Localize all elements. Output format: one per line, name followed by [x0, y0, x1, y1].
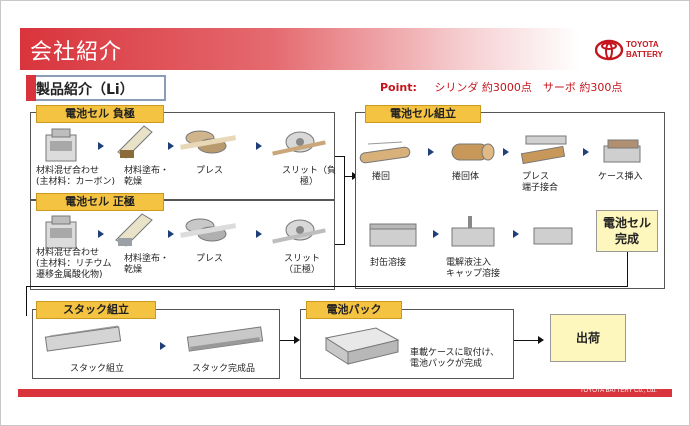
mixing-machine-icon	[45, 215, 77, 249]
slitter-icon	[272, 219, 326, 244]
connector-line	[344, 156, 345, 245]
assembly-label: 電池セル組立	[365, 105, 481, 123]
assembly-step-1: 捲回	[372, 172, 391, 182]
stack-step-2: スタック完成品	[192, 364, 256, 374]
assembly-step-4: ケース挿入	[598, 172, 643, 182]
arrow-right-icon	[256, 230, 262, 238]
positive-step-3: プレス	[196, 254, 224, 264]
connector-line	[627, 252, 628, 286]
negative-step-4: スリット（負 極）	[282, 166, 337, 187]
negative-step-1: 材料混ぜ合わせ (主材料：カーボン)	[36, 166, 116, 187]
wound-roll-icon	[451, 143, 495, 161]
footer-bar	[18, 389, 672, 397]
stack-assembly-icon	[44, 325, 122, 352]
stack-product-icon	[186, 326, 264, 352]
finished-cell-icon	[533, 227, 573, 245]
arrow-right-icon	[160, 342, 166, 350]
negative-step-3: プレス	[196, 166, 224, 176]
arrow-right-icon	[98, 230, 104, 238]
point-value: シリンダ 約3000点 サーボ 約300点	[434, 81, 623, 94]
connector-line	[514, 340, 540, 341]
pack-label: 電池パック	[306, 301, 402, 319]
negative-panel	[30, 112, 335, 200]
electrolyte-inject-icon	[451, 216, 495, 247]
point-label: Point:	[380, 81, 417, 94]
assembly-step-2: 捲回体	[452, 172, 480, 182]
slitter-icon	[272, 131, 326, 156]
press-terminal-icon	[520, 135, 567, 165]
shipping-box: 出荷	[550, 314, 626, 362]
connector-line	[26, 286, 27, 316]
cell-complete-box: 電池セル 完成	[596, 210, 658, 252]
stack-step-1: スタック組立	[70, 364, 125, 374]
arrow-right-icon	[513, 230, 519, 238]
product-title: 製品紹介（Li）	[36, 82, 134, 98]
connector-line	[344, 176, 354, 177]
negative-step-2: 材料塗布・ 乾燥	[124, 166, 170, 187]
arrow-right-icon	[583, 148, 589, 156]
connector-line	[335, 244, 345, 245]
assembly-step-3: プレス 端子接合	[522, 172, 559, 193]
connector-line	[280, 340, 296, 341]
arrow-right-icon	[433, 230, 439, 238]
positive-step-1: 材料混ぜ合わせ (主材料：リチウム 遷移金属酸化物)	[36, 248, 112, 280]
arrow-right-icon	[256, 142, 262, 150]
connector-line	[26, 286, 628, 287]
footer-text: TOYOTA BATTERY Co., Ltd.	[580, 388, 657, 394]
positive-label: 電池セル 正極	[36, 193, 164, 211]
arrow-right-icon	[294, 336, 300, 344]
toyota-logo-icon	[595, 39, 624, 61]
logo-line2: BATTERY	[626, 50, 663, 59]
winding-icon	[359, 141, 411, 164]
positive-step-2: 材料塗布・ 乾燥	[124, 254, 170, 275]
battery-pack-icon	[324, 327, 400, 365]
arrow-right-icon	[168, 142, 174, 150]
mixing-machine-icon	[45, 128, 77, 162]
page-title: 会社紹介	[30, 40, 123, 65]
arrow-right-icon	[168, 230, 174, 238]
arrow-right-icon	[538, 336, 544, 344]
title-bar	[20, 28, 580, 70]
arrow-right-icon	[428, 148, 434, 156]
press-rollers-icon	[180, 130, 236, 154]
connector-line	[335, 156, 345, 157]
coating-machine-icon	[117, 125, 153, 159]
positive-step-4: スリット （正極）	[284, 254, 321, 275]
can-welding-icon	[369, 223, 417, 247]
point-text: Point: シリンダ 約3000点 サーボ 約300点	[380, 79, 622, 95]
assembly-step-5: 封缶溶接	[370, 258, 407, 268]
logo-text: TOYOTA BATTERY	[626, 40, 663, 60]
positive-panel	[30, 200, 335, 290]
arrow-right-icon	[503, 148, 509, 156]
press-rollers-icon	[180, 218, 236, 242]
pack-desc: 車載ケースに取付け、 電池パックが完成	[410, 348, 500, 369]
arrow-right-icon	[98, 142, 104, 150]
coating-machine-icon	[115, 213, 153, 247]
stack-label: スタック組立	[36, 301, 156, 319]
case-insert-icon	[603, 139, 641, 163]
negative-label: 電池セル 負極	[36, 105, 164, 123]
product-title-box	[26, 75, 166, 101]
assembly-step-6: 電解液注入 キャップ溶接	[446, 258, 501, 279]
logo-line1: TOYOTA	[626, 40, 659, 49]
